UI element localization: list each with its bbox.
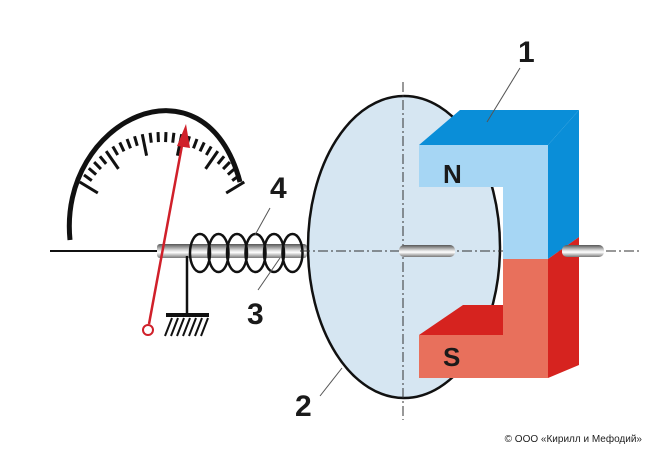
gauge-tick [204,145,213,156]
gauge-tick [93,160,102,171]
magnet-south-side [548,237,579,378]
ground-mount [164,256,209,337]
copyright-text: © ООО «Кирилл и Мефодий» [504,434,642,445]
label-1-magnet: 1 [518,36,535,69]
magnet-south-arm-top [419,305,503,335]
gauge-tick [140,133,149,157]
gauge-tick [198,141,206,153]
gauge [66,108,246,241]
spring-coil [262,232,286,274]
leader-lines [254,67,521,397]
gauge-tick [225,180,246,195]
magnet-south-front [419,259,548,378]
gauge-needle [142,124,190,336]
spring-coil [281,232,304,274]
gauge-tick [171,132,176,143]
gauge-tick [222,160,231,171]
gauge-tick [226,167,237,176]
output-shaft [562,245,604,257]
gauge-tick [78,180,99,195]
magnet-north-side [548,110,579,259]
label-4-spring: 4 [270,172,287,205]
gauge-tick [111,145,120,156]
spring-coil [188,232,212,274]
gauge-tick [216,155,226,165]
gauge-tick [104,150,120,170]
gauge-tick [192,138,199,149]
label-3-shaft: 3 [247,298,264,331]
spring-coil [207,232,230,274]
gauge-tick [87,167,98,176]
gauge-tick [98,155,108,165]
shaft-rod [157,244,307,258]
gauge-tick [118,141,126,153]
disk-shaft [399,245,455,257]
south-pole-label: S [443,342,460,372]
gauge-tick [133,135,139,147]
magnet-north-front [419,145,548,259]
spring [188,232,304,274]
horseshoe-magnet: N S [419,110,579,378]
gauge-tick [204,150,220,170]
gauge-tick [231,173,241,182]
gauge-arc [66,108,243,241]
magnet-top-face [419,110,579,145]
label-2-disk: 2 [295,390,312,423]
gauge-tick [83,173,93,182]
north-pole-label: N [443,159,462,189]
gauge-tick [125,138,132,149]
gauge-tick [148,132,153,143]
spring-coil [225,232,249,274]
